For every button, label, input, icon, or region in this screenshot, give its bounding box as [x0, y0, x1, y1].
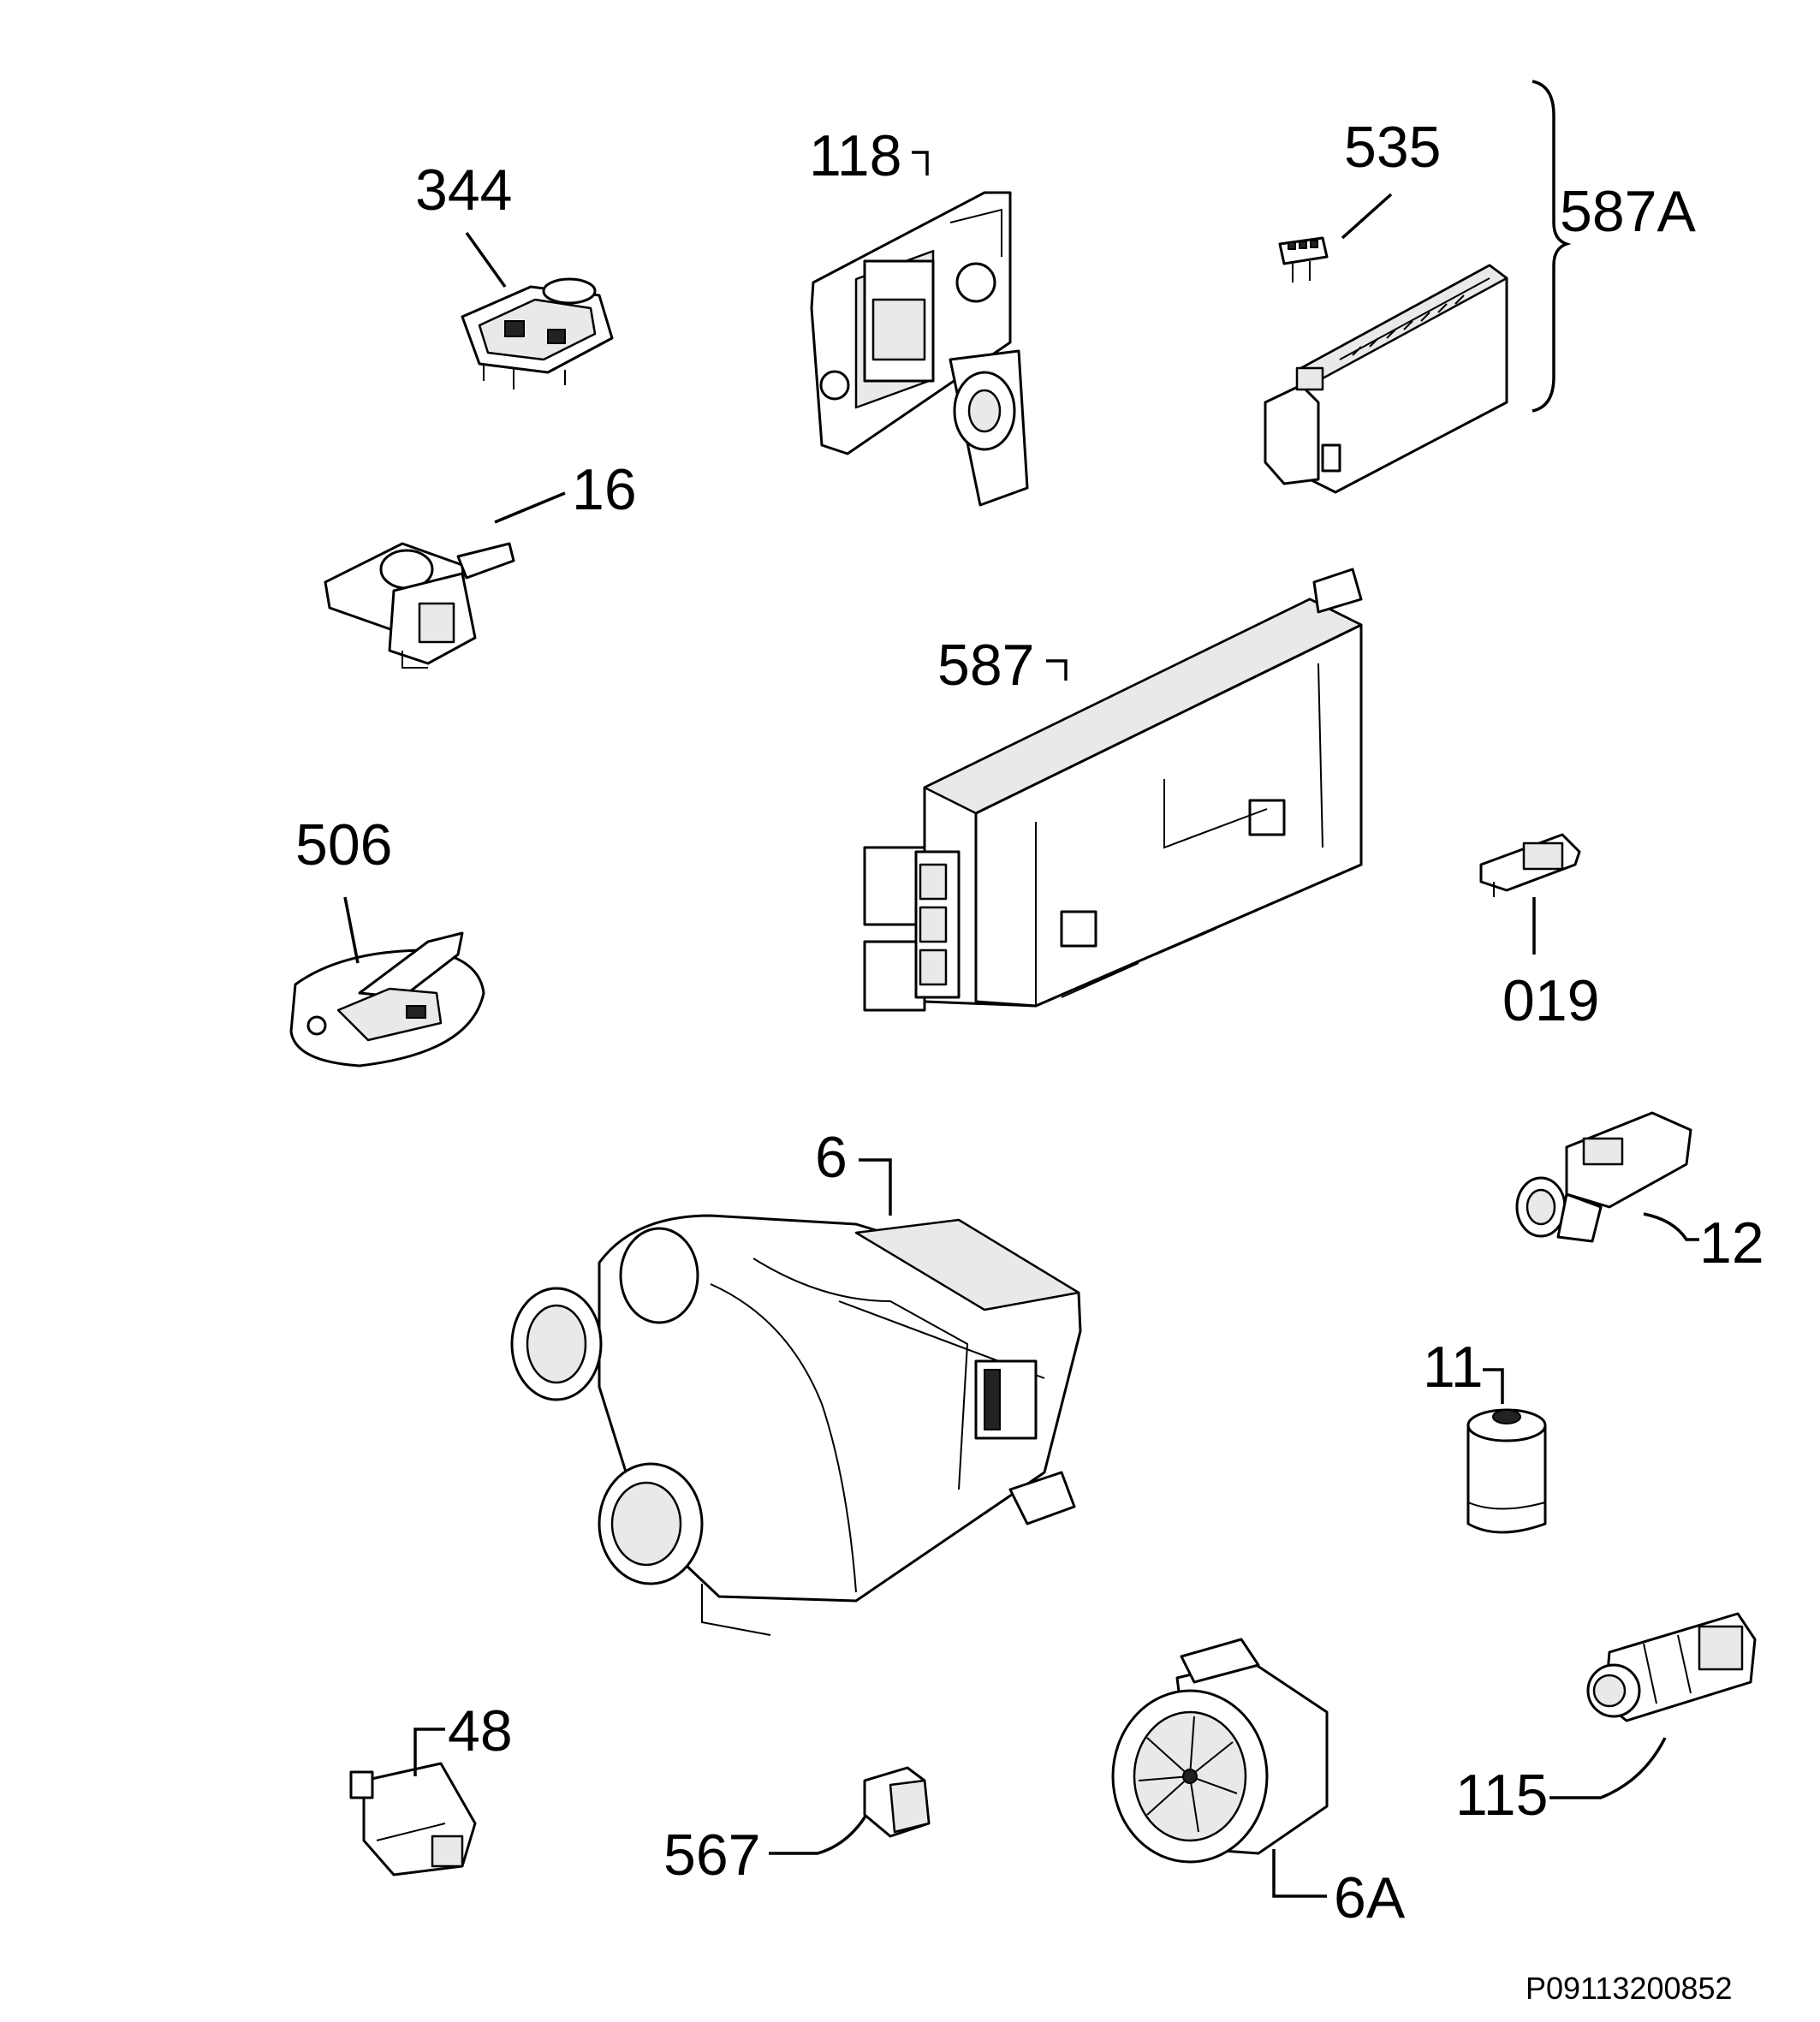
label-019: 019 [1502, 968, 1599, 1033]
label-344: 344 [415, 158, 512, 223]
leader-12 [1643, 1212, 1699, 1241]
label-12: 12 [1699, 1210, 1764, 1276]
label-115: 115 [1455, 1763, 1548, 1828]
part-12 [1515, 1111, 1692, 1243]
leader-11 [1483, 1368, 1504, 1404]
label-6: 6 [815, 1125, 848, 1190]
label-48: 48 [448, 1698, 513, 1763]
part-6A-drain-pump [1111, 1638, 1329, 1864]
part-019 [1479, 833, 1581, 897]
label-11: 11 [1423, 1335, 1484, 1400]
diagram-code: P09113200852 [1526, 1971, 1733, 2006]
part-118 [810, 191, 1029, 507]
label-587: 587 [937, 633, 1034, 698]
brace-587A [1532, 80, 1572, 413]
label-506: 506 [295, 812, 392, 877]
part-506 [289, 931, 485, 1067]
part-535 [1278, 236, 1329, 282]
label-6A: 6A [1334, 1865, 1406, 1930]
part-6-circulation-pump [510, 1214, 1082, 1636]
leader-6 [859, 1158, 892, 1216]
leader-48 [413, 1728, 445, 1776]
leader-567 [769, 1814, 868, 1855]
leader-115 [1549, 1737, 1667, 1799]
part-587-control-box [863, 568, 1363, 1012]
label-535: 535 [1344, 115, 1441, 180]
leader-344 [465, 231, 507, 288]
leader-118 [912, 151, 929, 175]
part-11-capacitor [1466, 1408, 1547, 1534]
part-344 [461, 277, 614, 390]
part-48 [349, 1762, 477, 1876]
leader-506 [343, 896, 360, 964]
leader-6A [1272, 1849, 1327, 1898]
label-118: 118 [809, 123, 901, 188]
label-587A: 587A [1560, 179, 1696, 244]
leader-587 [1046, 659, 1068, 681]
part-587A-module [1264, 264, 1508, 494]
leader-16 [494, 491, 566, 524]
part-567 [863, 1766, 931, 1838]
part-16 [324, 542, 515, 669]
part-115-valve [1586, 1612, 1757, 1722]
label-567: 567 [663, 1823, 760, 1888]
leader-535 [1341, 193, 1393, 240]
label-16: 16 [572, 457, 637, 522]
